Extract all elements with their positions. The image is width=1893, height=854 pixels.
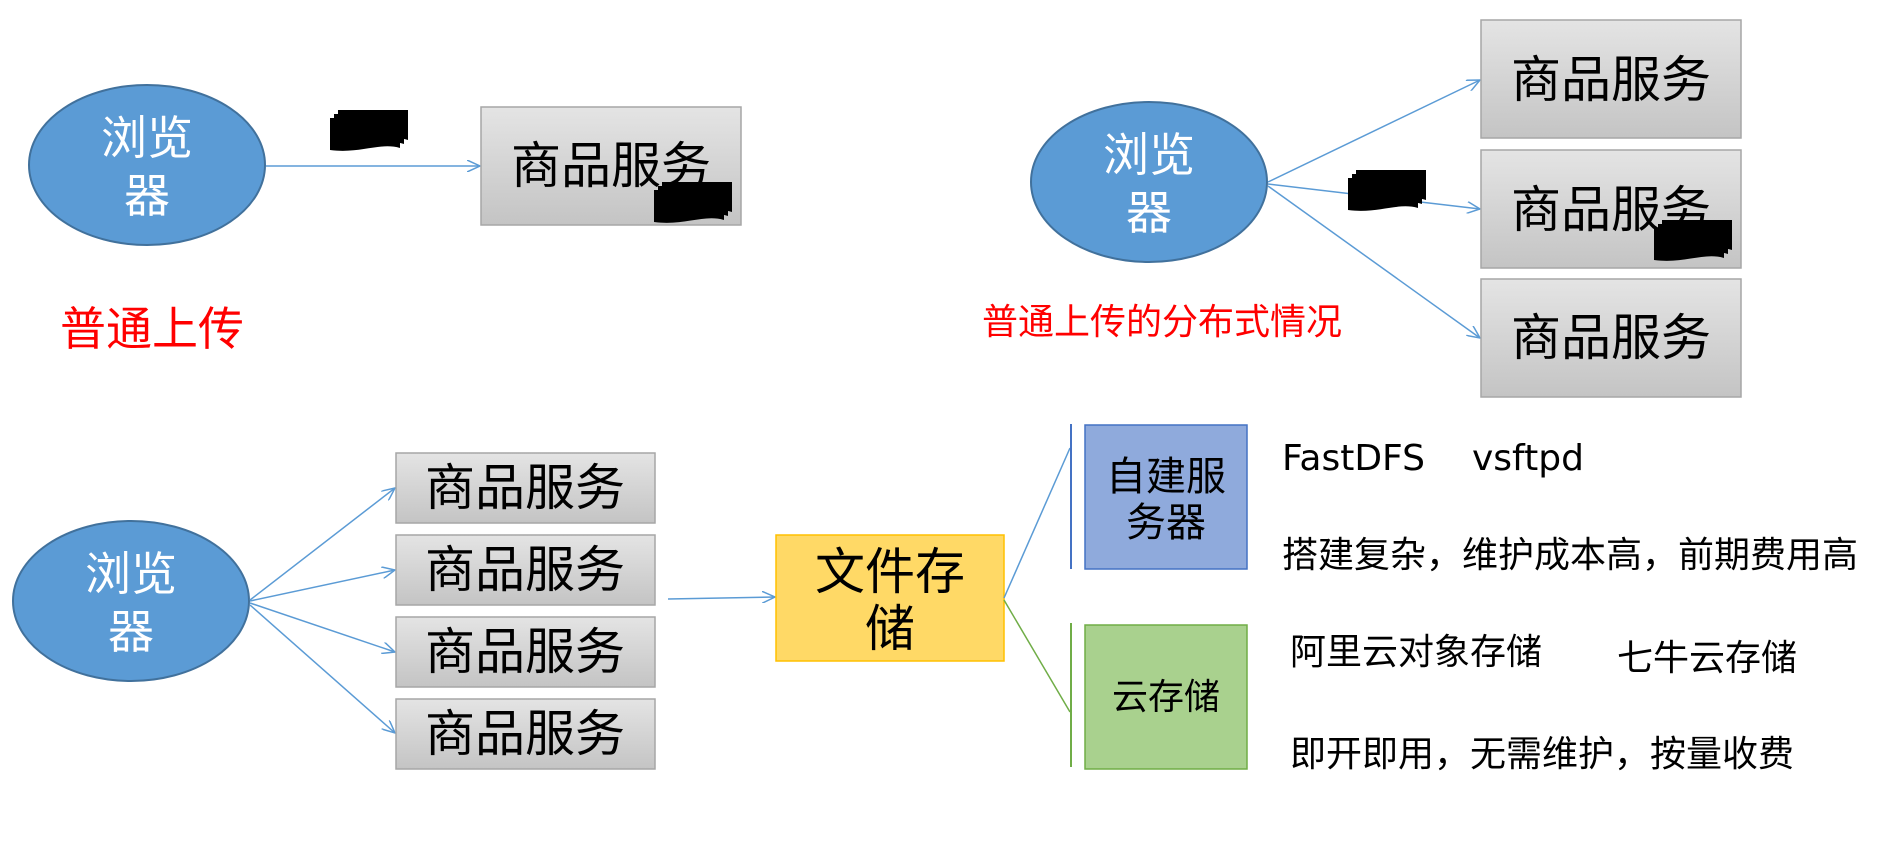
file-stack-icon (1654, 220, 1732, 261)
service-box (1480, 278, 1742, 398)
cloud-storage-label: 云存储 (1112, 677, 1220, 718)
upload-arrow (1267, 80, 1480, 183)
self-hosted-product: vsftpd (1472, 438, 1584, 479)
cloud-product: 阿里云对象存储 (1290, 632, 1542, 673)
self-hosted-server-box (1084, 424, 1248, 570)
request-arrow (249, 604, 395, 733)
service-box (395, 698, 656, 770)
browser-label: 器 (124, 169, 170, 223)
upload-arrow (1267, 185, 1480, 338)
cloud-description: 即开即用，无需维护，按量收费 (1290, 734, 1794, 775)
normal-upload-title: 普通上传 (60, 302, 244, 356)
service-box (395, 452, 656, 524)
diagram-normal-upload: 浏览 器 商品服务 普通上传 (28, 84, 742, 356)
file-storage-label: 文件存 (815, 543, 965, 601)
service-label: 商品服务 (1511, 309, 1711, 367)
cloud-storage-box (1084, 624, 1248, 770)
browser-label: 器 (1126, 186, 1172, 240)
self-hosted-label: 务器 (1126, 500, 1206, 546)
browser-label: 器 (108, 605, 154, 659)
storage-arrow (667, 597, 775, 599)
service-box (395, 616, 656, 688)
browser-node (12, 520, 250, 682)
request-arrow (249, 602, 395, 652)
browser-node (28, 84, 266, 246)
service-label: 商品服务 (425, 541, 625, 599)
browser-label: 浏览 (85, 547, 177, 601)
service-label: 商品服务 (425, 623, 625, 681)
cloud-product: 七牛云存储 (1617, 638, 1797, 679)
file-stack-icon (1348, 170, 1426, 211)
self-hosted-description: 搭建复杂，维护成本高，前期费用高 (1282, 535, 1858, 576)
diagram-file-storage: 浏览 器 商品服务 商品服务 商品服务 商品服务 文件存 储 自建服 务器 云存… (12, 424, 1858, 775)
diagram-distributed-upload: 浏览 器 商品服务 商品服务 商品服务 普通上传的分布式情况 (982, 19, 1742, 398)
service-label: 商品服务 (425, 705, 625, 763)
file-stack-icon (330, 110, 408, 151)
service-box (395, 534, 656, 606)
browser-label: 浏览 (101, 111, 193, 165)
self-hosted-product: FastDFS (1282, 438, 1425, 479)
branch-connector (1003, 447, 1071, 599)
file-stack-icon (654, 182, 732, 223)
self-hosted-label: 自建服 (1106, 454, 1226, 500)
branch-connector (1003, 599, 1071, 713)
browser-label: 浏览 (1103, 128, 1195, 182)
file-storage-label: 储 (865, 600, 915, 658)
browser-node (1030, 101, 1268, 263)
request-arrow (249, 570, 395, 602)
distributed-upload-title: 普通上传的分布式情况 (982, 302, 1342, 343)
service-label: 商品服务 (1511, 51, 1711, 109)
request-arrow (249, 488, 395, 601)
service-label: 商品服务 (425, 459, 625, 517)
service-box (1480, 19, 1742, 139)
